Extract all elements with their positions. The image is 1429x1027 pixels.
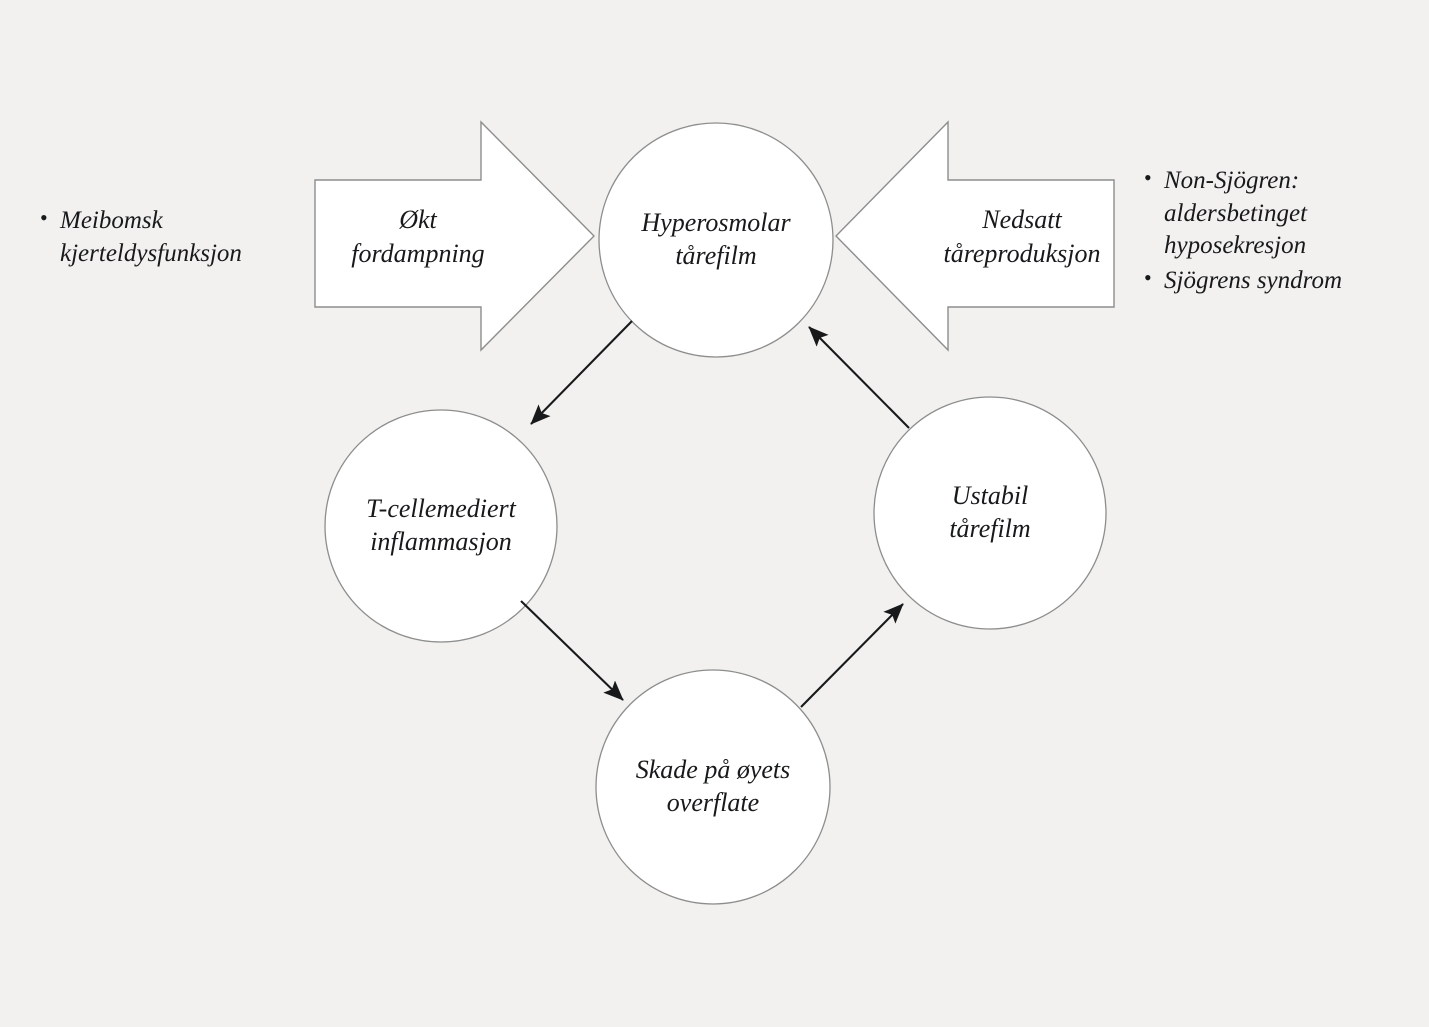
block-arrow-left-okt-fordampning xyxy=(314,120,595,352)
list-item: Sjögrens syndrom xyxy=(1142,264,1422,298)
connector-right-to-top xyxy=(808,326,910,429)
node-circle-left xyxy=(324,409,558,643)
bullet-list-left: Meibomsk kjerteldysfunksjon xyxy=(38,204,308,272)
node-circle-bottom xyxy=(595,669,831,905)
list-item: Meibomsk kjerteldysfunksjon xyxy=(38,204,308,270)
connector-left-to-bottom xyxy=(520,600,624,701)
list-item: Non-Sjögren: aldersbetinget hyposekresjo… xyxy=(1142,164,1422,263)
node-circle-top xyxy=(598,122,834,358)
connector-top-to-left xyxy=(530,320,633,425)
connector-bottom-to-right xyxy=(800,603,904,708)
block-arrow-right-nedsatt-tareproduksjon xyxy=(835,120,1115,352)
bullet-list-right: Non-Sjögren: aldersbetinget hyposekresjo… xyxy=(1142,164,1422,299)
node-circle-right xyxy=(873,396,1107,630)
